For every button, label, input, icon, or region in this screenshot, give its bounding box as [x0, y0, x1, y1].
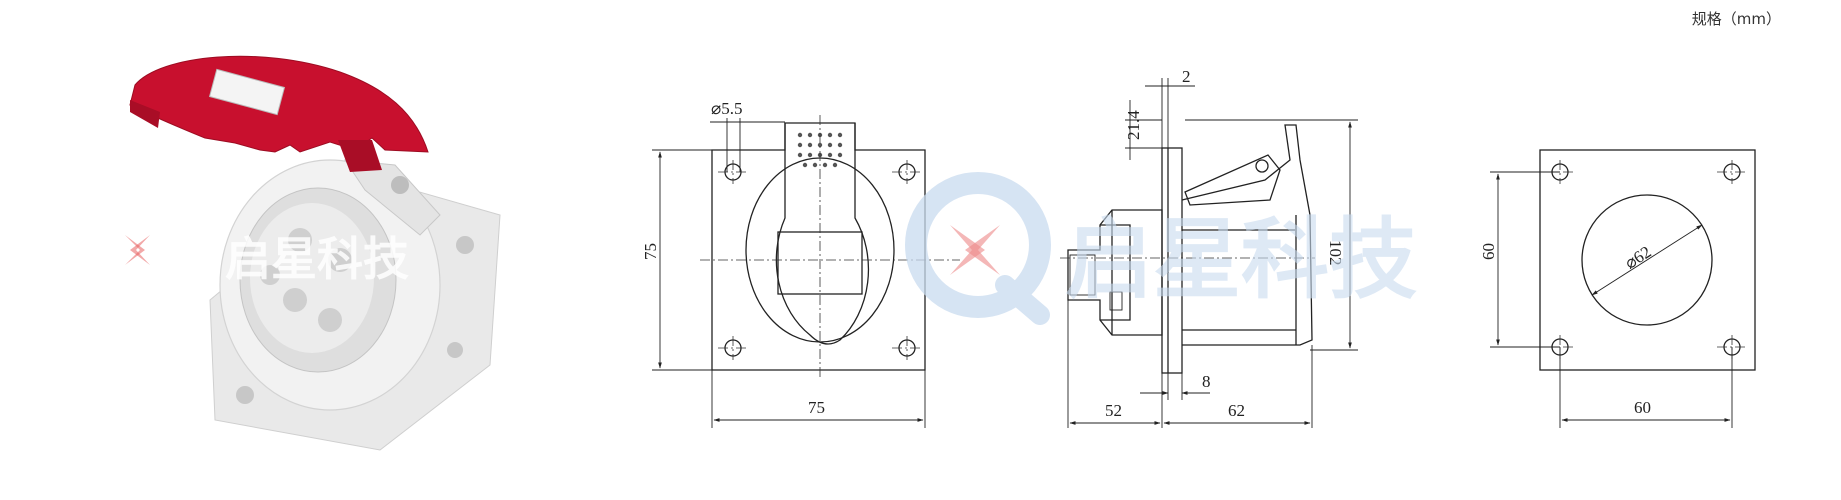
front-view-cover-outline — [745, 157, 895, 343]
cutout-view: ⌀62 60 60 — [1479, 149, 1756, 428]
front-view-height-dim: 75 — [641, 243, 660, 260]
product-base-hole — [447, 342, 463, 358]
front-view-width-dim: 75 — [808, 398, 825, 417]
product-cover-tab — [130, 100, 160, 128]
side-view-depth-dim: 62 — [1228, 401, 1245, 420]
front-view-hole-dim: ⌀5.5 — [711, 99, 743, 118]
front-view: ⌀5.5 75 75 — [641, 99, 960, 428]
side-view-body — [1181, 124, 1313, 346]
front-view-cover — [775, 123, 870, 345]
watermark: 启星科技 — [905, 172, 1417, 325]
side-view: 2 21.4 102 8 52 62 — [1060, 67, 1358, 428]
side-view-rear — [1067, 209, 1163, 336]
product-pin-hole — [318, 308, 342, 332]
watermark-text: 启星科技 — [1065, 208, 1417, 311]
side-view-plate-dim: 8 — [1202, 372, 1211, 391]
side-view-hinge — [1184, 154, 1281, 206]
cutout-view-plate — [1539, 149, 1756, 371]
product-pin-hole — [288, 228, 312, 252]
watermark-logo-tail — [995, 275, 1050, 325]
product-pin-hole — [328, 248, 352, 272]
cutout-view-hole — [1581, 194, 1713, 326]
product-pin-hole — [283, 288, 307, 312]
cutout-view-diameter-dim: ⌀62 — [1621, 242, 1654, 273]
product-hinge — [343, 159, 441, 236]
spec-label: 规格（mm） — [1691, 10, 1781, 28]
product-hinge-screw — [391, 176, 409, 194]
side-view-flange-dim: 21.4 — [1124, 110, 1143, 140]
product-cover-label — [208, 68, 286, 116]
watermark-product: 启星科技 — [225, 232, 409, 286]
cutout-view-width-dim: 60 — [1634, 398, 1651, 417]
product-cover-hinge — [338, 140, 382, 172]
watermark-mark-icon — [950, 225, 1000, 275]
watermark-mark-icon — [125, 235, 150, 265]
cutout-view-height-dim: 60 — [1479, 243, 1498, 260]
side-view-height-dim: 102 — [1326, 240, 1345, 266]
watermark-logo-ring — [905, 172, 1051, 318]
side-view-top-dim: 2 — [1182, 67, 1191, 86]
product-pin-hole — [260, 265, 280, 285]
product-socket-face — [250, 203, 374, 353]
product-base-hole — [236, 386, 254, 404]
product-base-hole — [456, 236, 474, 254]
front-view-plate — [711, 122, 926, 371]
front-view-vent-dots — [797, 132, 843, 168]
product-photo: 启星科技 — [129, 55, 501, 451]
side-view-back-dim: 52 — [1105, 401, 1122, 420]
